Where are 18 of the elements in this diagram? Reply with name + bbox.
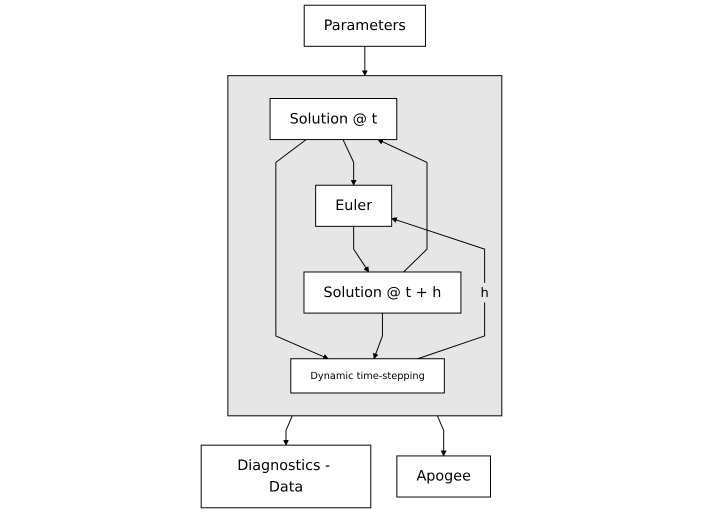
arrow xyxy=(353,226,370,272)
node-box: Solution @ t + h xyxy=(303,272,462,314)
arrow xyxy=(436,415,447,456)
arrow xyxy=(283,415,293,446)
edge-label: h xyxy=(480,284,489,300)
node-box: Apogee xyxy=(396,455,491,498)
node-box: Diagnostics - Data xyxy=(200,444,372,508)
arrow xyxy=(373,312,383,359)
node-box: Parameters xyxy=(304,4,426,47)
arrow xyxy=(275,139,329,360)
arrow xyxy=(391,217,486,360)
node-box: Dynamic time-stepping xyxy=(290,358,445,394)
arrow xyxy=(378,139,428,272)
cluster xyxy=(227,75,502,416)
arrow xyxy=(362,46,368,76)
node-box: Solution @ t xyxy=(270,98,398,140)
arrow xyxy=(342,139,357,186)
node-box: Euler xyxy=(315,184,392,227)
